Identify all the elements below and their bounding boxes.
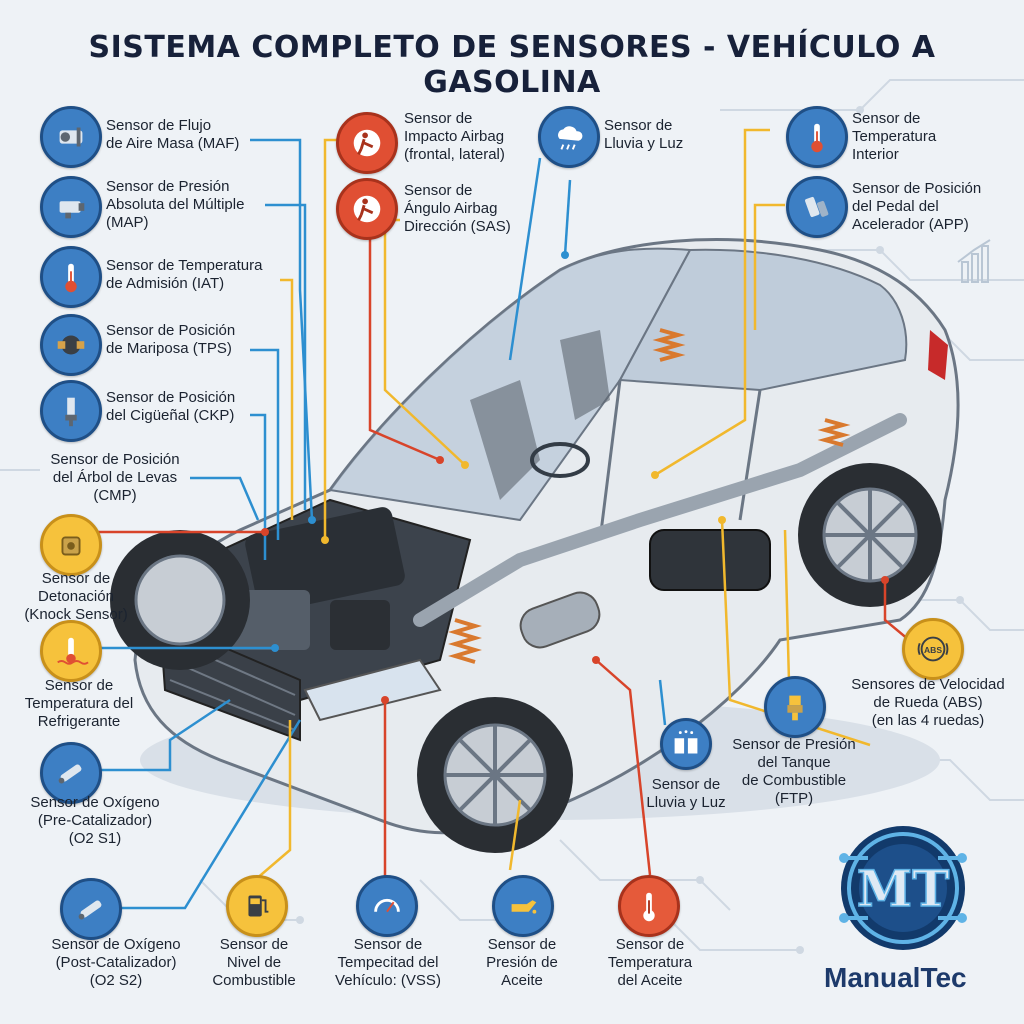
rear-right-wheel [798,463,942,607]
throttle-sensor-icon [40,314,102,376]
suspension-springs [448,328,851,664]
leader-line-dots [261,251,889,704]
pedal-icon [786,176,848,238]
label-cmp: Sensor de Posición del Árbol de Levas (C… [50,451,180,504]
label-fuel-level: Sensor de Nivel de Combustible [212,936,296,989]
fuel-pump-icon [226,875,288,937]
oil-temp-thermometer-icon [618,875,680,937]
maf-sensor-icon [40,106,102,168]
page-title: SISTEMA COMPLETO DE SENSORES - VEHÍCULO … [88,30,936,100]
label-vss: Sensor de Tempecitad del Vehículo: (VSS) [335,936,441,989]
ftp-sensor-icon [764,676,826,738]
label-coolant: Sensor de Temperatura del Refrigerante [24,677,134,730]
rain-cloud-icon [538,106,600,168]
thermometer-icon [40,246,102,308]
label-airbag-impact: Sensor de Impacto Airbag (frontal, later… [404,110,505,163]
rain-book-icon [660,718,712,770]
label-ckp: Sensor de Posición del Cigüeñal (CKP) [106,389,236,424]
label-abs: Sensores de Velocidad de Rueda (ABS) (en… [851,676,1005,729]
label-o2s2: Sensor de Oxígeno (Post-Catalizador) (O2… [51,936,181,989]
label-airbag-sas: Sensor de Ángulo Airbag Dirección (SAS) [404,182,511,235]
label-app: Sensor de Posición del Pedal del Acelera… [852,180,982,233]
headlight [303,658,442,722]
exhaust-pipe [413,413,907,627]
label-maf: Sensor de Flujo de Aire Masa (MAF) [106,117,240,152]
speedometer-icon [356,875,418,937]
label-o2s1: Sensor de Oxígeno (Pre-Catalizador) (O2 … [30,794,160,847]
map-sensor-icon [40,176,102,238]
side-windows [618,248,908,392]
fuel-tank [649,529,771,591]
oxygen-sensor-icon [40,742,102,804]
label-iat: Sensor de Temperatura de Admisión (IAT) [106,257,263,292]
crank-sensor-icon [40,380,102,442]
leader-lines [95,128,916,910]
label-oil-pressure: Sensor de Presión de Aceite [486,936,558,989]
label-knock: Sensor de Detonación (Knock Sensor) [24,570,128,623]
abs-icon-text: ABS [924,645,942,655]
oil-can-icon [492,875,554,937]
front-right-wheel [417,697,573,853]
front-left-wheel [110,530,250,670]
airbag-sas-icon [336,178,398,240]
airbag-impact-icon [336,112,398,174]
interior-thermometer-icon [786,106,848,168]
taillight [928,330,948,380]
label-tps: Sensor de Posición de Mariposa (TPS) [106,322,236,357]
abs-icon: ABS [902,618,964,680]
label-rain-light-top: Sensor de Lluvia y Luz [604,117,684,152]
oxygen-sensor-post-icon [60,878,122,940]
coolant-temp-icon [40,620,102,682]
label-rain-light-bottom: Sensor de Lluvia y Luz [646,776,726,811]
car-illustration [110,238,960,853]
bar-chart-decoration [957,239,991,283]
logo-letters: MT [857,859,950,918]
label-interior-temp: Sensor de Temperatura Interior [852,110,937,163]
knock-sensor-icon [40,514,102,576]
label-ftp: Sensor de Presión del Tanque de Combusti… [732,736,856,807]
label-map: Sensor de Presión Absoluta del Múltiple … [106,178,245,231]
label-oil-temp: Sensor de Temperatura del Aceite [607,936,693,989]
manualtec-logo: MT [839,826,967,950]
brand-name: ManualTec [824,962,967,993]
